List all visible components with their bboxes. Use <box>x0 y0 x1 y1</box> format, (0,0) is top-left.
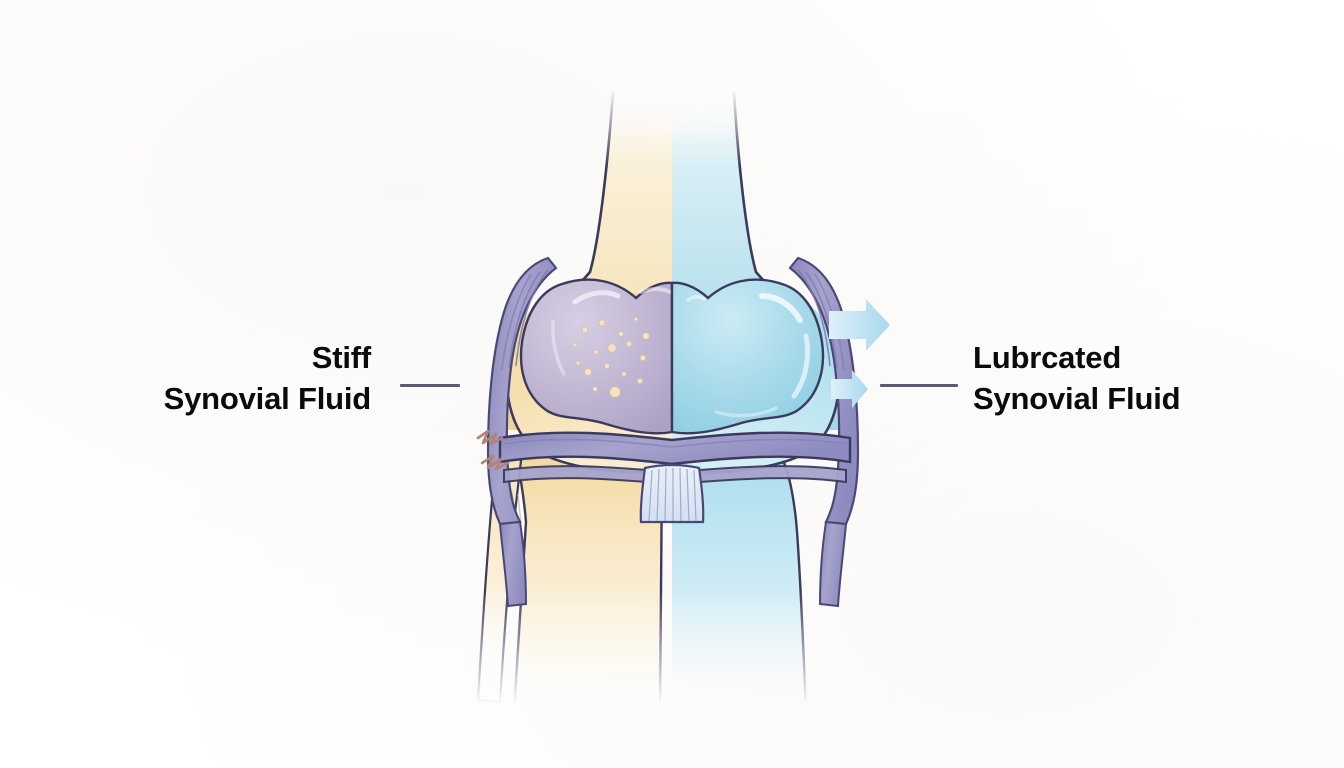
fluid-particle <box>625 340 633 348</box>
fluid-particle <box>639 354 647 362</box>
fluid-particle <box>621 371 627 377</box>
fluid-particle <box>633 316 639 322</box>
synovial-fluid-cavity-right <box>670 278 825 435</box>
fluid-particle <box>604 363 610 369</box>
fluid-particle <box>607 343 617 353</box>
fluid-particle <box>637 378 643 384</box>
pain-indicator <box>476 429 510 471</box>
label-stiff-synovial-fluid: Stiff Synovial Fluid <box>0 337 372 419</box>
synovial-fluid-cavity-left <box>519 278 674 435</box>
fluid-particle <box>572 342 578 348</box>
label-right-line-1: Lubrcated <box>973 340 1122 375</box>
connector-line-right <box>880 384 958 387</box>
fluid-particle <box>581 326 589 334</box>
fluid-particle <box>584 368 592 376</box>
label-left-line-2: Synovial Fluid <box>163 381 372 416</box>
label-left-line-1: Stiff <box>311 340 371 375</box>
flow-arrow-small <box>831 370 868 408</box>
fluid-particle <box>575 360 581 366</box>
label-lubricated-synovial-fluid: Lubrcated Synovial Fluid <box>973 337 1344 419</box>
connector-line-left <box>400 384 460 387</box>
fluid-particle <box>598 319 606 327</box>
fluid-particle <box>592 386 598 392</box>
fluid-particle <box>593 349 599 355</box>
flow-arrow-large <box>829 299 890 351</box>
label-right-line-2: Synovial Fluid <box>973 381 1181 416</box>
fluid-particle <box>618 331 624 337</box>
stiff-fluid-particles <box>572 316 650 398</box>
fluid-particle <box>642 332 650 340</box>
fluid-particle <box>609 386 621 398</box>
